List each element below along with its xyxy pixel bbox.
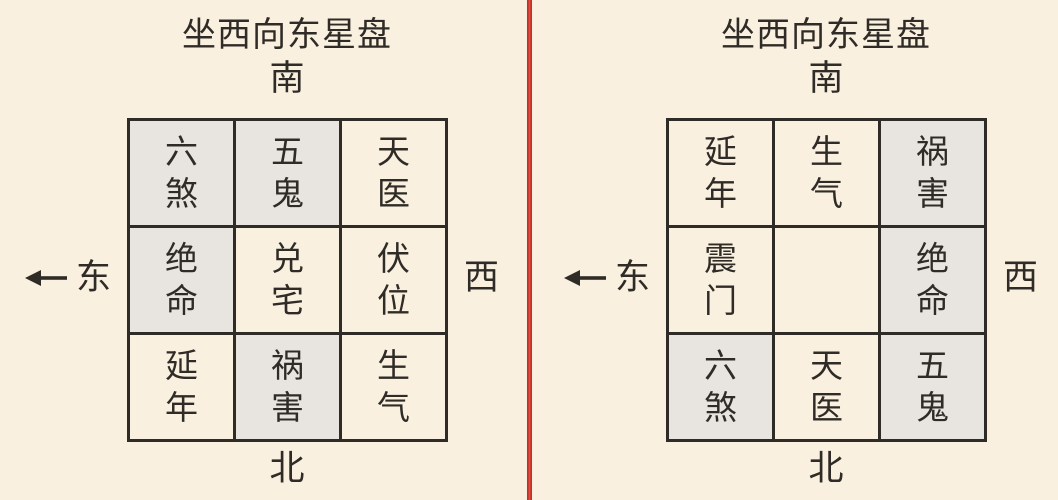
star-chart-panel-right: 坐西向东星盘 南 东 延年 生气 祸害 震门 绝命 六煞 天医 五鬼 西 北 bbox=[529, 0, 1058, 500]
grid-cell: 祸害 bbox=[236, 335, 339, 439]
grid-cell-label: 绝命 bbox=[165, 240, 198, 319]
grid-cell-label: 六煞 bbox=[704, 347, 737, 426]
grid-cell-label: 祸害 bbox=[916, 133, 949, 212]
grid-cell-label: 震门 bbox=[704, 240, 737, 319]
grid-cell: 绝命 bbox=[130, 228, 233, 332]
south-label: 南 bbox=[808, 59, 844, 98]
east-direction-group: 东 bbox=[24, 255, 111, 301]
grid-cell: 天医 bbox=[342, 121, 445, 225]
grid-cell: 延年 bbox=[130, 335, 233, 439]
west-label: 西 bbox=[1003, 258, 1039, 297]
panel-title: 坐西向东星盘 bbox=[182, 16, 392, 54]
grid-cell-label: 生气 bbox=[810, 133, 843, 212]
grid-cell-label: 伏位 bbox=[377, 240, 410, 319]
grid-cell: 延年 bbox=[669, 121, 772, 225]
grid-cell-label: 五鬼 bbox=[916, 347, 949, 426]
grid-cell-label: 生气 bbox=[377, 347, 410, 426]
grid-cell-label: 延年 bbox=[165, 347, 198, 426]
south-label: 南 bbox=[269, 59, 305, 98]
grid-cell: 伏位 bbox=[342, 228, 445, 332]
north-label: 北 bbox=[269, 449, 305, 488]
grid-cell: 六煞 bbox=[669, 335, 772, 439]
grid-cell: 生气 bbox=[775, 121, 878, 225]
grid-cell: 六煞 bbox=[130, 121, 233, 225]
grid-cell-label: 天医 bbox=[810, 347, 843, 426]
grid-cell-label: 五鬼 bbox=[271, 133, 304, 212]
grid-cell: 天医 bbox=[775, 335, 878, 439]
grid-cell-label: 祸害 bbox=[271, 347, 304, 426]
grid-cell-empty bbox=[775, 228, 878, 332]
bagua-grid-right: 延年 生气 祸害 震门 绝命 六煞 天医 五鬼 bbox=[666, 118, 987, 442]
grid-cell: 震门 bbox=[669, 228, 772, 332]
grid-cell: 五鬼 bbox=[236, 121, 339, 225]
east-direction-group: 东 bbox=[563, 255, 650, 301]
north-label: 北 bbox=[808, 449, 844, 488]
grid-cell: 生气 bbox=[342, 335, 445, 439]
grid-cell-label: 兑宅 bbox=[271, 240, 304, 319]
grid-cell-label: 六煞 bbox=[165, 133, 198, 212]
west-label: 西 bbox=[464, 258, 500, 297]
grid-cell: 五鬼 bbox=[881, 335, 984, 439]
grid-cell-house: 兑宅 bbox=[236, 228, 339, 332]
star-chart-panel-left: 坐西向东星盘 南 东 六煞 五鬼 天医 绝命 兑宅 伏位 延年 祸害 生气 西 … bbox=[24, 16, 500, 488]
panel-title: 坐西向东星盘 bbox=[721, 16, 931, 54]
grid-cell-label: 天医 bbox=[377, 133, 410, 212]
east-label: 东 bbox=[75, 257, 111, 297]
grid-cell: 绝命 bbox=[881, 228, 984, 332]
grid-cell: 祸害 bbox=[881, 121, 984, 225]
left-arrow-icon bbox=[24, 270, 67, 286]
east-label: 东 bbox=[614, 257, 650, 297]
bagua-grid-left: 六煞 五鬼 天医 绝命 兑宅 伏位 延年 祸害 生气 bbox=[127, 118, 448, 442]
left-arrow-icon bbox=[563, 270, 606, 286]
vertical-divider-line bbox=[527, 0, 532, 500]
grid-cell-label: 绝命 bbox=[916, 240, 949, 319]
grid-cell-label: 延年 bbox=[704, 133, 737, 212]
